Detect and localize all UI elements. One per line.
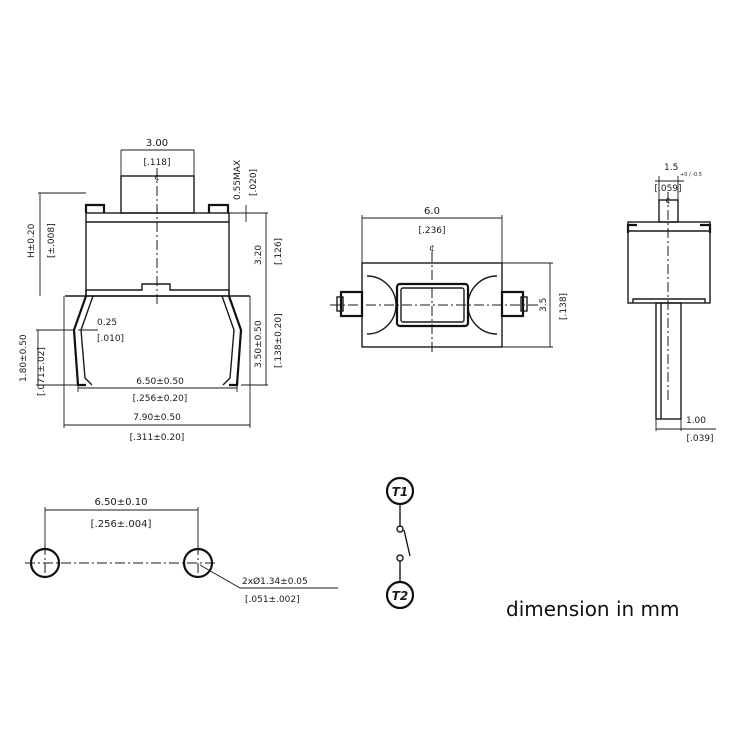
dim-top-view-height-inch: [.138] xyxy=(559,293,569,320)
dim-lead-height-inch: [.138±0.20] xyxy=(274,313,284,368)
side-view: 1.5 +0 / -0.5 [.059] ¢ 1.00 [.039] xyxy=(626,163,716,444)
dim-lead-pitch-inch: [.256±0.20] xyxy=(133,394,188,404)
switch-schematic: T1 T2 xyxy=(385,476,415,610)
lead-left-inner xyxy=(80,295,94,386)
switch-blade xyxy=(403,529,411,557)
lead-left-outer xyxy=(72,295,88,387)
side-center-mark: ¢ xyxy=(665,196,671,206)
dim-lead-span-inch: [.311±0.20] xyxy=(130,433,185,443)
units-note: dimension in mm xyxy=(506,597,680,621)
top-plate-tab-left xyxy=(84,203,106,213)
dim-top-view-width-inch: [.236] xyxy=(418,226,445,236)
lead-right-inner xyxy=(221,295,235,386)
terminal-1-label: T1 xyxy=(392,485,409,499)
hole-leader xyxy=(199,564,338,589)
dim-lead-span: 7.90±0.50 xyxy=(133,413,181,423)
dim-body-height: 3.20 xyxy=(254,245,264,265)
top-center-mark: ¢ xyxy=(429,244,435,254)
dim-foot-height-inch: [.071±.02] xyxy=(37,347,47,396)
dim-stem-height-inch: [.020] xyxy=(249,169,259,196)
front-view: 3.00 [.118] ¢ 0.55MAX [.020] 3.20 [.126]… xyxy=(19,138,284,443)
dim-pcb-hole-inch: [.051±.002] xyxy=(245,595,300,605)
dim-side-stem-tolerance: +0 / -0.5 xyxy=(680,172,702,178)
pcb-layout: 6.50±0.10 [.256±.004] 2xØ1.34±0.05 [.051… xyxy=(25,497,338,605)
dim-lead-thickness: 0.25 xyxy=(97,318,117,328)
dim-top-view-height: 3.5 xyxy=(539,298,549,312)
dim-side-lead: 1.00 xyxy=(686,416,706,426)
terminal-left-tip xyxy=(336,296,344,312)
dim-side-stem: 1.5 xyxy=(664,163,678,173)
contact-lower xyxy=(396,554,404,562)
dim-stem-height: 0.55MAX xyxy=(233,160,243,200)
side-tab-left xyxy=(626,223,637,233)
dim-top-width-inch: [.118] xyxy=(143,158,170,168)
base-step xyxy=(85,283,230,296)
terminal-right xyxy=(500,290,525,318)
dim-top-view-width: 6.0 xyxy=(424,206,440,217)
top-plate-tab-right xyxy=(207,203,230,213)
dim-pcb-pitch: 6.50±0.10 xyxy=(95,497,148,508)
contact-upper xyxy=(396,525,404,533)
terminal-right-tip xyxy=(520,296,528,312)
dim-pcb-hole: 2xØ1.34±0.05 xyxy=(242,576,308,587)
dim-side-stem-inch: [.059] xyxy=(654,184,681,194)
dim-pcb-pitch-inch: [.256±.004] xyxy=(91,519,152,530)
dim-lead-thickness-inch: [.010] xyxy=(97,334,124,344)
terminal-left xyxy=(339,290,364,318)
dim-top-width: 3.00 xyxy=(146,138,168,149)
top-view: 6.0 [.236] ¢ 3.5 [.138] xyxy=(330,206,569,355)
terminal-2-circle xyxy=(385,580,415,610)
lead-right-outer xyxy=(227,295,243,387)
dim-body-height-inch: [.126] xyxy=(274,238,284,265)
dim-lead-pitch: 6.50±0.50 xyxy=(136,377,184,387)
dim-foot-height: 1.80±0.50 xyxy=(19,334,29,382)
dim-overall-height-inch: [±.008] xyxy=(47,223,57,258)
center-mark: ¢ xyxy=(154,173,160,183)
dim-side-lead-inch: [.039] xyxy=(686,434,713,444)
dim-overall-height: H±0.20 xyxy=(27,223,37,258)
side-tab-right xyxy=(700,223,712,233)
side-body xyxy=(627,221,711,304)
terminal-2-label: T2 xyxy=(392,589,409,603)
dim-lead-height: 3.50±0.50 xyxy=(254,320,264,368)
